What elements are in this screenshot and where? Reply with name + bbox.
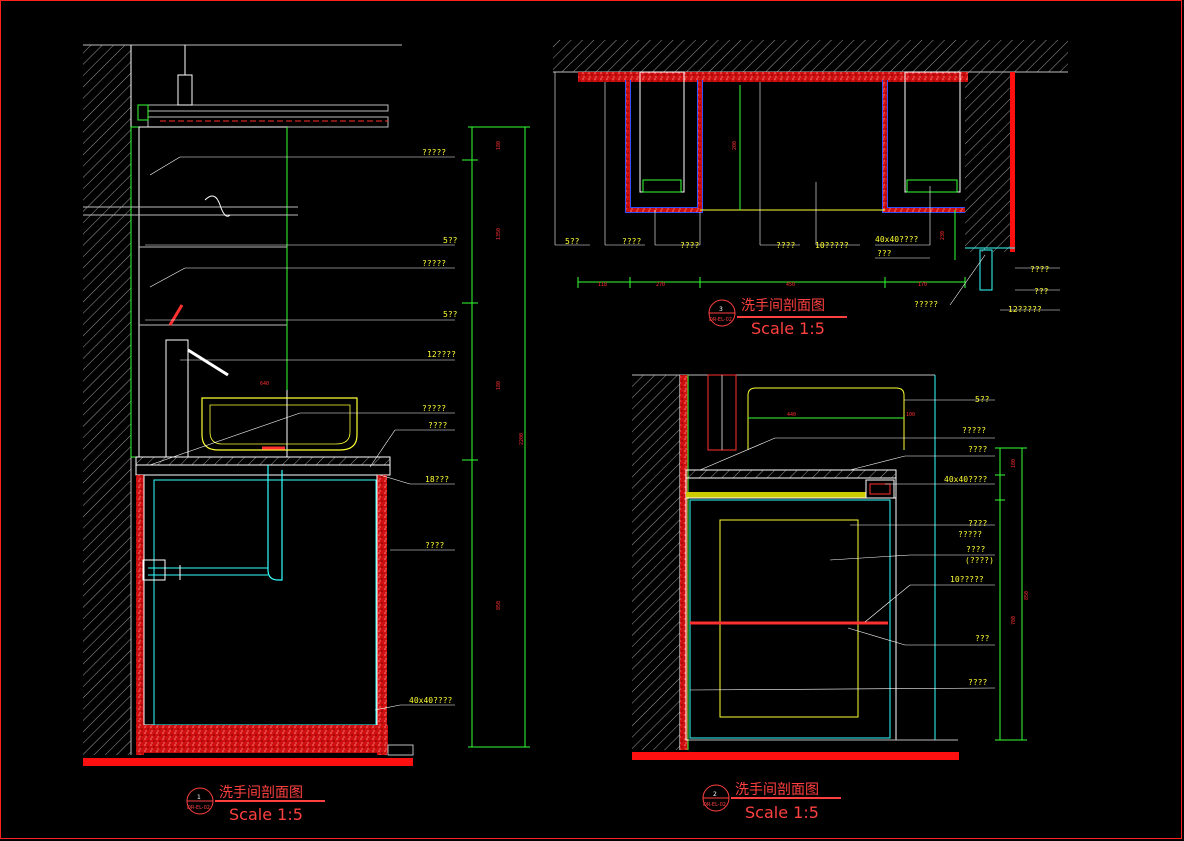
section-3-drawing (553, 40, 1068, 311)
label: 18??? (425, 475, 449, 484)
label: 5?? (443, 310, 458, 319)
section-2-drawing (632, 374, 1027, 760)
label: 40x40???? (875, 235, 919, 244)
label: ???? (968, 519, 987, 528)
label: ???? (966, 545, 985, 554)
label: 12???? (427, 350, 456, 359)
label: ????? (422, 148, 446, 157)
section-number: 1 (197, 794, 201, 801)
label: ????? (962, 426, 986, 435)
label: ???? (428, 421, 447, 430)
section-ref: DR-EL-02 (703, 802, 726, 808)
label: 5?? (443, 236, 458, 245)
label: ??? (1034, 287, 1049, 296)
dimension: 180 (1011, 459, 1017, 468)
label: ???? (680, 241, 699, 250)
label: 10????? (815, 241, 849, 250)
section-title: 洗手间剖面图 (219, 785, 303, 801)
section-ref: DR-EL-02 (709, 317, 732, 323)
section-2-title: 2 DR-EL-02 洗手间剖面图 Scale 1:5 (702, 782, 841, 822)
dimension: 2200 (519, 433, 525, 445)
section-number: 3 (719, 306, 723, 313)
section-number: 2 (713, 791, 717, 798)
dimension: 100 (906, 412, 915, 418)
section-3-labels: 5?? ???? ???? ???? 10????? 40x40???? ???… (565, 141, 1049, 314)
section-scale: Scale 1:5 (229, 805, 303, 824)
label: (????) (965, 556, 994, 565)
dimension: 640 (260, 381, 269, 387)
label: 40x40???? (944, 475, 988, 484)
dimension: 118 (598, 282, 607, 288)
section-scale: Scale 1:5 (751, 319, 825, 338)
label: 12????? (1008, 305, 1042, 314)
section-title: 洗手间剖面图 (735, 782, 819, 798)
label: 10????? (950, 575, 984, 584)
section-2-labels: 5?? ????? ???? 40x40???? ???? ????? ????… (787, 395, 1030, 687)
label: ????? (422, 404, 446, 413)
dimension: 450 (786, 282, 795, 288)
label: ???? (425, 541, 444, 550)
label: 40x40???? (409, 696, 453, 705)
label: ????? (914, 300, 938, 309)
dimension: 700 (1011, 616, 1017, 625)
label: ???? (968, 445, 987, 454)
dimension: 270 (656, 282, 665, 288)
dimension: 180 (496, 381, 502, 390)
label: 5?? (975, 395, 990, 404)
label: ???? (776, 241, 795, 250)
dimension: 200 (732, 141, 738, 150)
label: 5?? (565, 237, 580, 246)
section-1-labels: ????? 5?? ????? 5?? 12???? ????? ???? 18… (260, 141, 525, 705)
dimension: 440 (787, 412, 796, 418)
label: ???? (622, 237, 641, 246)
dimension: 230 (940, 231, 946, 240)
dimension: 170 (918, 282, 927, 288)
dimension: 180 (496, 141, 502, 150)
dimension: 850 (1024, 591, 1030, 600)
section-3-title: 3 DR-EL-02 洗手间剖面图 Scale 1:5 (708, 298, 847, 338)
section-1-drawing (83, 44, 530, 766)
dimension: 850 (496, 601, 502, 610)
label: ???? (968, 678, 987, 687)
label: ??? (877, 249, 892, 258)
section-1-title: 1 DR-EL-02 洗手间剖面图 Scale 1:5 (186, 785, 325, 824)
label: ???? (1030, 265, 1049, 274)
label: ??? (975, 634, 990, 643)
dimension: 1350 (496, 228, 502, 240)
label: ????? (958, 530, 982, 539)
section-scale: Scale 1:5 (745, 803, 819, 822)
section-ref: DR-EL-02 (187, 805, 210, 811)
label: ????? (422, 259, 446, 268)
section-title: 洗手间剖面图 (741, 298, 825, 314)
